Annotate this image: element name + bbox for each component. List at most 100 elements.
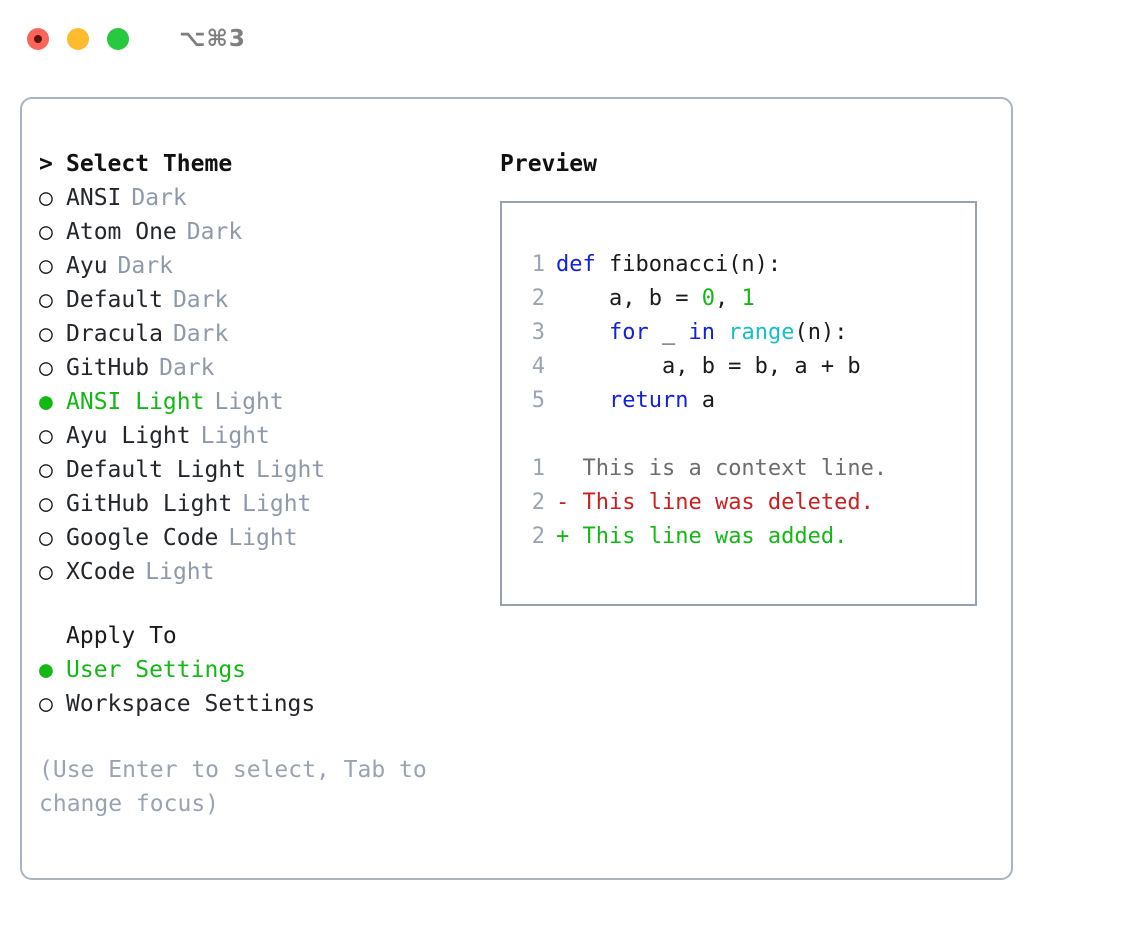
code-token-txt: ,	[714, 286, 742, 311]
diff-content: This line was deleted.	[569, 490, 874, 515]
theme-list-item[interactable]: ○ XCode Light	[39, 555, 499, 589]
page-title: Select Theme	[66, 151, 233, 177]
code-token-txt	[556, 388, 609, 413]
theme-variant-badge: Light	[256, 457, 326, 483]
theme-name: Ayu	[66, 253, 108, 279]
close-button[interactable]	[27, 28, 49, 50]
code-line-text: for _ in range(n):	[556, 316, 847, 350]
line-number: 2	[531, 524, 545, 549]
radio-unselected-icon[interactable]: ○	[39, 491, 53, 517]
theme-name: XCode	[66, 559, 136, 585]
theme-variant-badge: Dark	[117, 253, 173, 279]
theme-list-item[interactable]: ○ Ayu Dark	[39, 249, 499, 283]
theme-name: GitHub Light	[66, 491, 233, 517]
diff-content: This line was added.	[569, 524, 848, 549]
apply-to-option-label: Workspace Settings	[66, 691, 316, 717]
preview-title: Preview	[500, 151, 597, 177]
theme-variant-badge: Light	[214, 389, 284, 415]
diff-line-text: This is a context line.	[556, 452, 887, 486]
code-line: 3 for _ in range(n):	[502, 316, 975, 350]
line-number: 3	[531, 320, 545, 345]
apply-to-options: ●User Settings ○ Workspace Settings	[39, 653, 499, 721]
code-token-txt	[715, 320, 728, 345]
radio-unselected-icon[interactable]: ○	[39, 219, 53, 245]
theme-name: Atom One	[66, 219, 177, 245]
theme-name: Dracula	[66, 321, 163, 347]
radio-unselected-icon[interactable]: ○	[39, 321, 53, 347]
minimize-button[interactable]	[67, 28, 89, 50]
code-line: 5 return a	[502, 384, 975, 418]
diff-marker	[556, 456, 569, 481]
title-bar: ⌥⌘3	[0, 0, 1140, 78]
code-line-text: def fibonacci(n):	[556, 248, 781, 282]
diff-line-text: + This line was added.	[556, 520, 847, 554]
theme-list-item[interactable]: ● ANSI Light Light	[39, 385, 499, 419]
radio-unselected-icon[interactable]: ○	[39, 253, 53, 279]
radio-unselected-icon[interactable]: ○	[39, 423, 53, 449]
line-number: 1	[531, 456, 545, 481]
code-line: 4 a, b = b, a + b	[502, 350, 975, 384]
code-token-kw: def	[556, 252, 609, 277]
diff-sample: 1 This is a context line. 2- This line wa…	[502, 452, 975, 554]
code-line-text: return a	[556, 384, 715, 418]
diff-marker: -	[556, 490, 570, 515]
theme-list-item[interactable]: ○ GitHub Light Light	[39, 487, 499, 521]
diff-content: This is a context line.	[569, 456, 888, 481]
theme-name: Ayu Light	[66, 423, 191, 449]
theme-name: Google Code	[66, 525, 219, 551]
code-line: 2 a, b = 0, 1	[502, 282, 975, 316]
code-token-txt: (n):	[794, 320, 848, 345]
theme-variant-badge: Dark	[172, 287, 229, 313]
radio-unselected-icon[interactable]: ○	[39, 287, 53, 313]
apply-to-option[interactable]: ●User Settings	[39, 653, 499, 687]
radio-unselected-icon[interactable]: ○	[39, 355, 53, 381]
code-token-kw: return	[608, 388, 689, 413]
line-number: 1	[531, 252, 545, 277]
theme-variant-badge: Dark	[159, 355, 215, 381]
theme-list-item[interactable]: ○ Google Code Light	[39, 521, 499, 555]
zoom-button[interactable]	[107, 28, 129, 50]
theme-variant-badge: Light	[145, 559, 215, 585]
code-line-text: a, b = b, a + b	[556, 350, 861, 384]
radio-unselected-icon[interactable]: ○	[39, 691, 53, 717]
radio-unselected-icon[interactable]: ○	[39, 525, 53, 551]
prompt-caret-icon: >	[39, 151, 53, 177]
theme-list-item[interactable]: ○ GitHub Dark	[39, 351, 499, 385]
theme-list-header: > Select Theme	[39, 147, 499, 181]
code-token-num: 1	[741, 286, 755, 311]
keyboard-shortcut-label: ⌥⌘3	[179, 26, 246, 52]
window-controls	[27, 28, 129, 50]
theme-variant-badge: Light	[242, 491, 312, 517]
theme-variant-badge: Light	[228, 525, 298, 551]
line-number: 2	[531, 286, 545, 311]
code-line-text: a, b = 0, 1	[556, 282, 755, 316]
radio-unselected-icon[interactable]: ○	[39, 457, 53, 483]
line-number: 2	[531, 490, 545, 515]
radio-selected-icon[interactable]: ●	[39, 657, 53, 683]
code-token-txt: a, b =	[556, 286, 702, 311]
code-token-txt: fibonacci(n):	[608, 252, 782, 277]
radio-unselected-icon[interactable]: ○	[39, 185, 53, 211]
code-token-fn: range	[728, 320, 795, 345]
radio-unselected-icon[interactable]: ○	[39, 559, 53, 585]
diff-marker: +	[556, 524, 570, 549]
apply-to-option[interactable]: ○ Workspace Settings	[39, 687, 499, 721]
code-token-txt: a	[688, 388, 715, 413]
theme-name: GitHub	[66, 355, 150, 381]
radio-selected-icon[interactable]: ●	[39, 389, 53, 415]
line-number: 5	[531, 388, 545, 413]
theme-name: ANSI Light	[66, 389, 205, 415]
code-token-num: 0	[701, 286, 715, 311]
keyboard-hint: (Use Enter to select, Tab to change focu…	[39, 757, 427, 817]
